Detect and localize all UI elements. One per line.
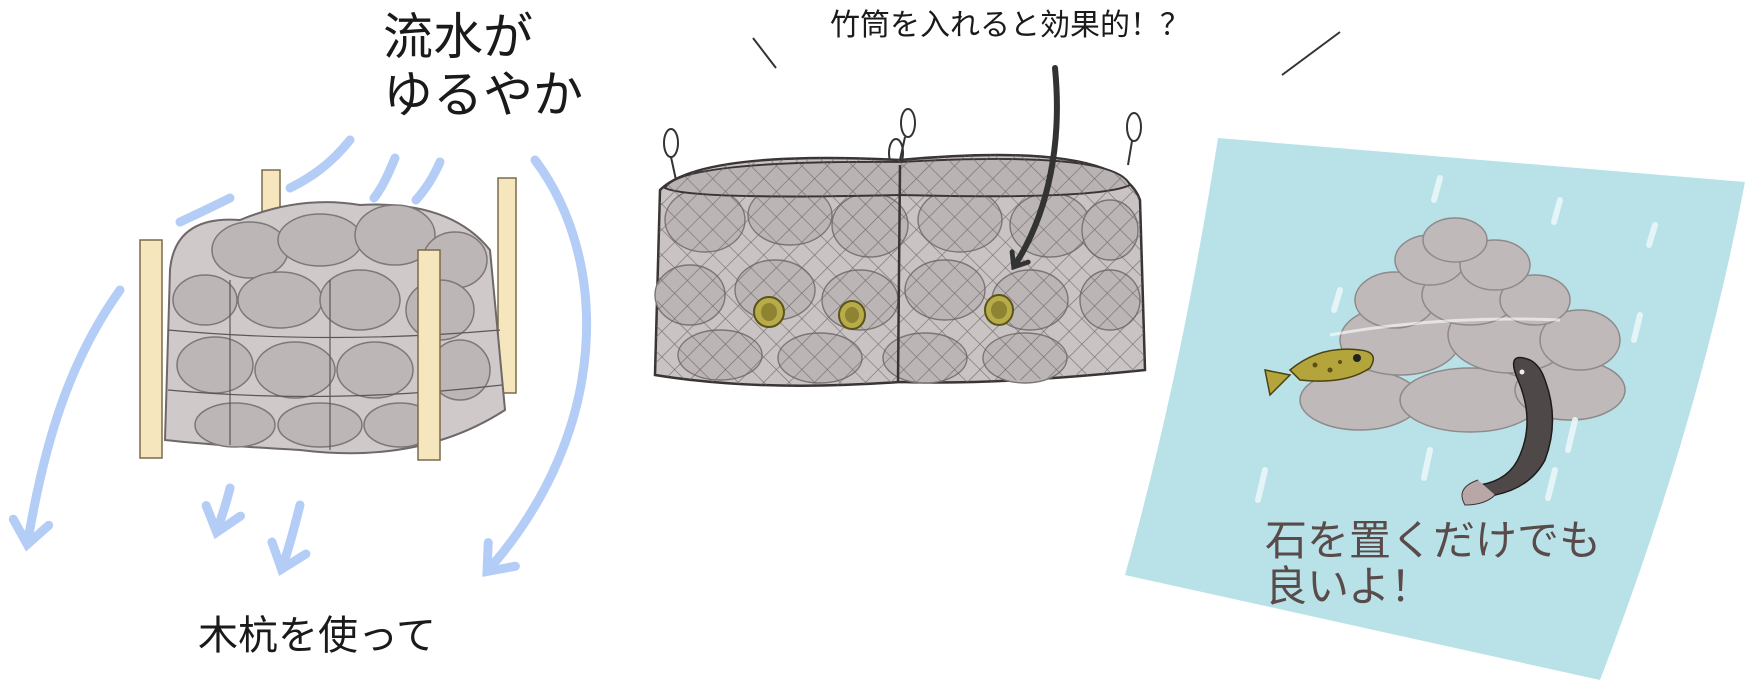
flow-label-line2: ゆるやか xyxy=(383,66,583,124)
stone-pile-in-stream-icon xyxy=(1125,138,1745,680)
wire-mesh-gabion-with-bamboo-tubes-icon xyxy=(653,31,1341,387)
stone-label-line2: 良いよ！ xyxy=(1265,562,1433,611)
flow-arrows-icon xyxy=(8,135,592,577)
pointer-arrow-icon xyxy=(1009,65,1060,271)
flow-slow-label: 流水が ゆるやか xyxy=(383,8,583,124)
gabion-with-wooden-stakes-icon xyxy=(8,135,592,577)
stone-placement-label: 石を置くだけでも 良いよ！ xyxy=(1265,518,1601,610)
eel-icon xyxy=(1461,356,1554,506)
goby-fish-icon xyxy=(1264,348,1375,397)
wooden-stakes-label: 木杭を使って xyxy=(198,613,436,659)
flow-label-line1: 流水が xyxy=(383,8,533,66)
bamboo-tube-label: 竹筒を入れると効果的！？ xyxy=(830,8,1190,43)
stone-label-line1: 石を置くだけでも xyxy=(1265,516,1602,565)
